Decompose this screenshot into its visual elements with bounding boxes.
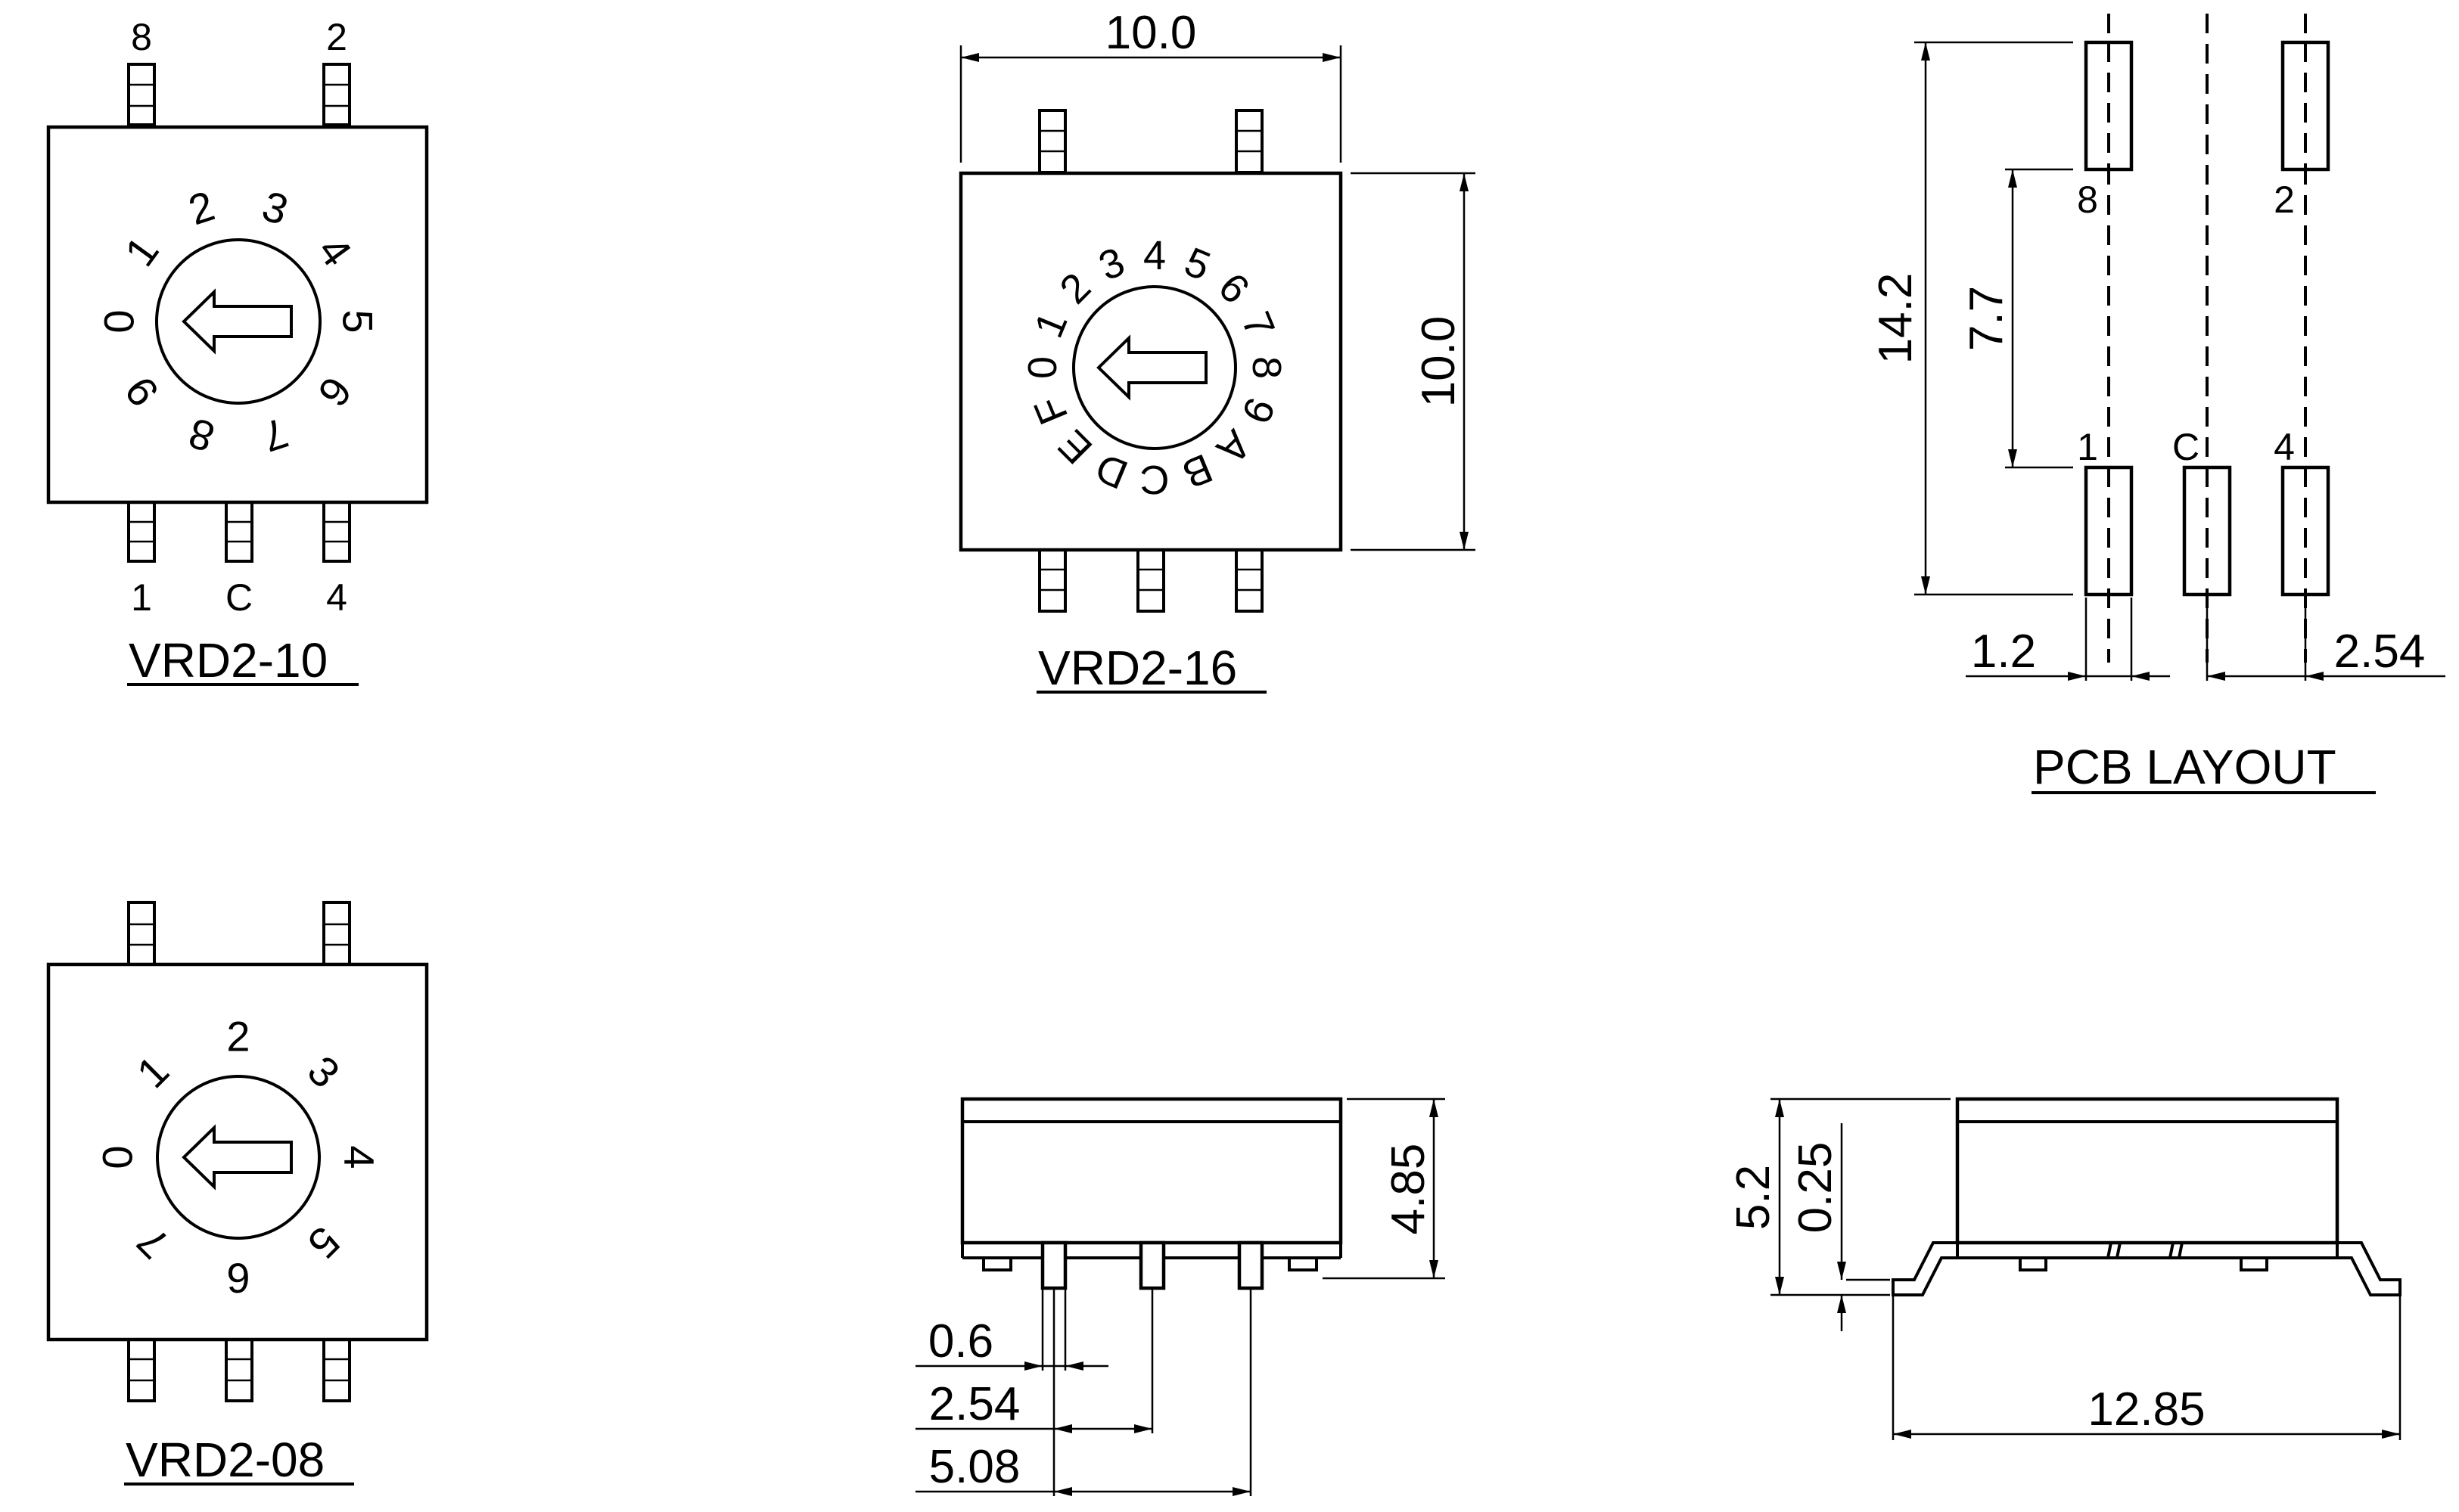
- side-pitch-dim: 2.54: [929, 1378, 1021, 1430]
- pcb-height-dim: 14.2: [1870, 273, 1922, 365]
- dial-digit: 0: [1020, 356, 1065, 379]
- vrd2-08-knob: [156, 1075, 321, 1240]
- side-pin-width-dim: 0.6: [928, 1315, 993, 1368]
- vrd2-16-width-dim: 10.0: [1105, 7, 1197, 59]
- dial-digit: 8: [1244, 356, 1289, 379]
- vrd2-16-body: [959, 171, 1343, 552]
- dial-digit: C: [1140, 457, 1170, 502]
- pcb-gap-dim: 7.7: [1960, 286, 2013, 351]
- pcb-pin-label-8: 8: [2077, 179, 2098, 221]
- end-view: 5.2 0.25 12.85: [1727, 1097, 2401, 1440]
- end-width-dim: 12.85: [2088, 1383, 2205, 1436]
- pcb-pin-label-c: C: [2172, 426, 2199, 468]
- pcb-pin-label-1: 1: [2077, 426, 2098, 468]
- arrow-left-icon: [182, 288, 293, 355]
- dial-digit: 5: [334, 309, 382, 333]
- vrd2-16-knob: [1072, 285, 1237, 450]
- pin-label-4: 4: [326, 576, 347, 619]
- pin-label-1: 1: [131, 576, 152, 619]
- vrd2-08-body: [46, 962, 429, 1342]
- vrd2-16-height-dim: 10.0: [1413, 316, 1465, 408]
- dial-digit: 6: [226, 1255, 250, 1302]
- pcb-pin-label-2: 2: [2274, 179, 2295, 221]
- dial-digit: 4: [336, 1145, 384, 1169]
- pcb-pitch-dim: 2.54: [2334, 626, 2426, 678]
- pin-label-2: 2: [326, 16, 347, 58]
- pcb-layout: 8 2 1 C 4 14.2 7.7 1.2 2.54 PCB LAYOUT: [1870, 14, 2445, 794]
- side-height-dim: 4.85: [1382, 1144, 1435, 1235]
- side-view: 4.85 0.6 2.54 5.08: [916, 1097, 1445, 1496]
- pcb-layout-title: PCB LAYOUT: [2033, 740, 2336, 794]
- dial-digit: 4: [1143, 233, 1166, 278]
- vrd2-10-body: [46, 125, 429, 505]
- pin-label-c: C: [225, 576, 253, 619]
- arrow-left-icon: [1096, 334, 1208, 401]
- vrd2-10-title: VRD2-10: [129, 633, 328, 688]
- arrow-left-icon: [182, 1124, 293, 1191]
- pin-label-8: 8: [131, 16, 152, 58]
- dial-digit: 0: [94, 1145, 141, 1169]
- vrd2-08-title: VRD2-08: [126, 1433, 325, 1487]
- pcb-pad-width-dim: 1.2: [1971, 626, 2036, 678]
- vrd2-10-knob: [155, 238, 322, 405]
- end-standoff-dim: 0.25: [1789, 1142, 1842, 1234]
- dial-digit: 2: [226, 1013, 250, 1060]
- dial-digit: 0: [95, 309, 143, 333]
- vrd2-16-title: VRD2-16: [1038, 641, 1237, 695]
- side-span-dim: 5.08: [929, 1441, 1021, 1493]
- end-height-dim: 5.2: [1727, 1165, 1780, 1230]
- pcb-pin-label-4: 4: [2274, 426, 2295, 468]
